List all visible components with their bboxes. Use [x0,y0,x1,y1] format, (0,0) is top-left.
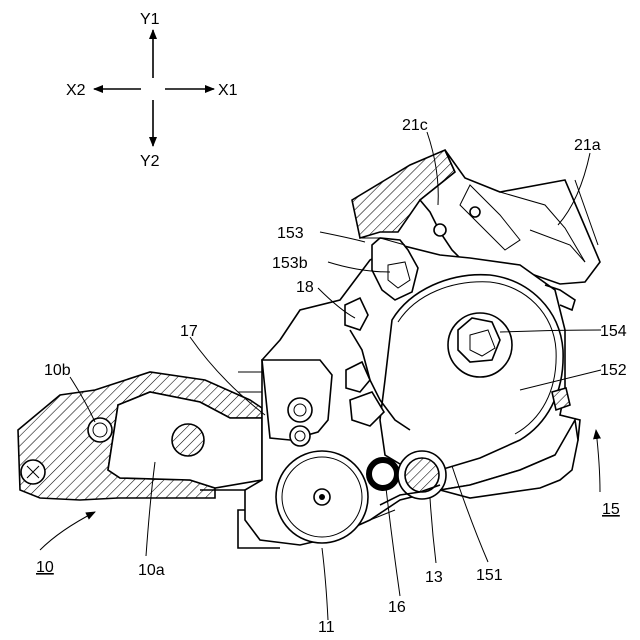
label-10b: 10b [44,362,71,379]
label-y2: Y2 [140,153,160,170]
direction-indicator: Y1 Y2 X1 X2 [66,11,238,170]
screw-10b [88,418,112,442]
label-152: 152 [600,362,627,379]
label-x2: X2 [66,82,86,99]
label-10: 10 [36,559,54,576]
label-10a: 10a [138,562,165,579]
label-18: 18 [296,279,314,296]
fixing-roller-11 [276,451,368,543]
label-21a: 21a [574,137,601,154]
label-154: 154 [600,323,627,340]
roller-154 [448,313,512,377]
label-153b: 153b [272,255,308,272]
label-21c: 21c [402,117,428,134]
label-13: 13 [425,569,443,586]
label-y1: Y1 [140,11,160,28]
label-151: 151 [476,567,503,584]
label-11: 11 [318,619,335,636]
shaft-10a [172,424,204,456]
label-16: 16 [388,599,406,616]
label-153: 153 [277,225,304,242]
label-15: 15 [602,501,620,518]
label-17: 17 [180,323,198,340]
label-x1: X1 [218,82,238,99]
